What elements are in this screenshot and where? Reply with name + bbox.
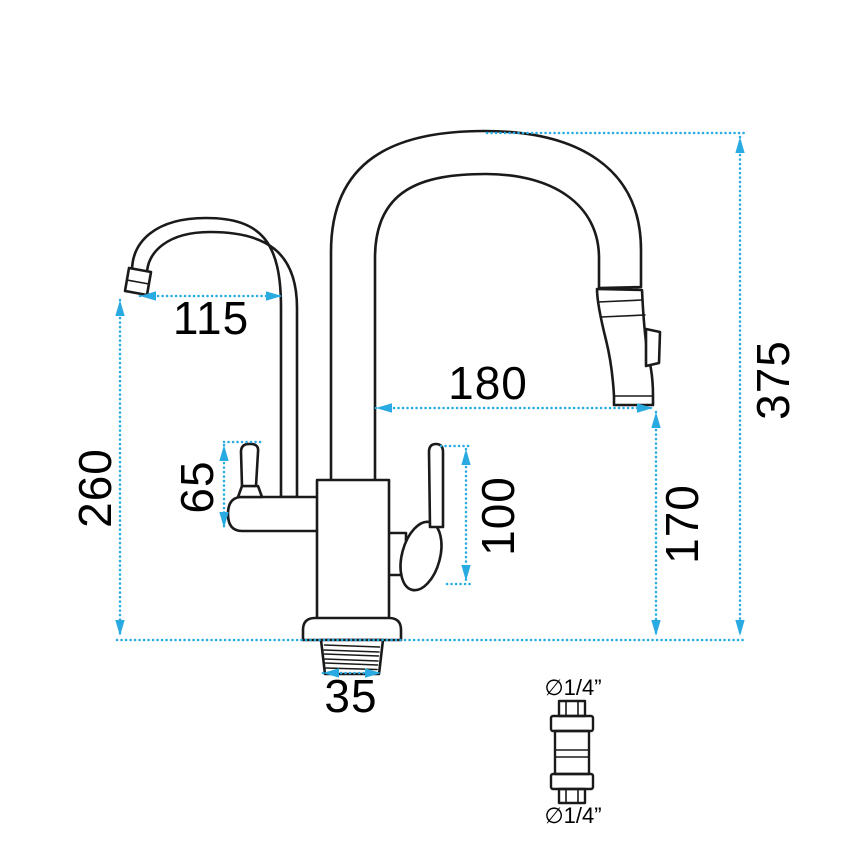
spray-head-seam-2 — [600, 314, 646, 318]
faucet-drawing — [123, 129, 662, 805]
dimension-labels: 115 180 375 260 65 100 170 35 ∅1/4” ∅1/4… — [69, 292, 799, 828]
dimension-lines — [115, 131, 746, 678]
dim-label-65: 65 — [171, 460, 223, 513]
connector-label-top: ∅1/4” — [544, 675, 601, 700]
left-handle-flange — [236, 484, 264, 499]
connector-label-bottom: ∅1/4” — [544, 803, 601, 828]
filter-spout-outlet-line — [126, 279, 150, 285]
dim-label-375: 375 — [747, 340, 799, 420]
right-handle-pivot — [399, 520, 443, 592]
dim-label-115: 115 — [173, 292, 249, 344]
dim-label-260: 260 — [69, 448, 121, 528]
spray-head — [595, 287, 655, 407]
left-handle-lever — [239, 442, 260, 488]
left-handle-hub — [226, 495, 320, 533]
quick-connector — [549, 699, 595, 805]
spray-head-button — [644, 327, 662, 368]
dim-label-180: 180 — [448, 357, 528, 409]
filter-spout — [127, 216, 299, 499]
right-handle-lever — [427, 442, 445, 529]
dim-label-100: 100 — [472, 476, 524, 556]
main-spout — [329, 129, 643, 484]
dim-label-170: 170 — [656, 484, 708, 564]
base-flange — [301, 616, 403, 642]
dim-label-35: 35 — [324, 670, 377, 722]
faucet-body — [315, 478, 391, 622]
spray-head-seam-1 — [597, 299, 643, 303]
